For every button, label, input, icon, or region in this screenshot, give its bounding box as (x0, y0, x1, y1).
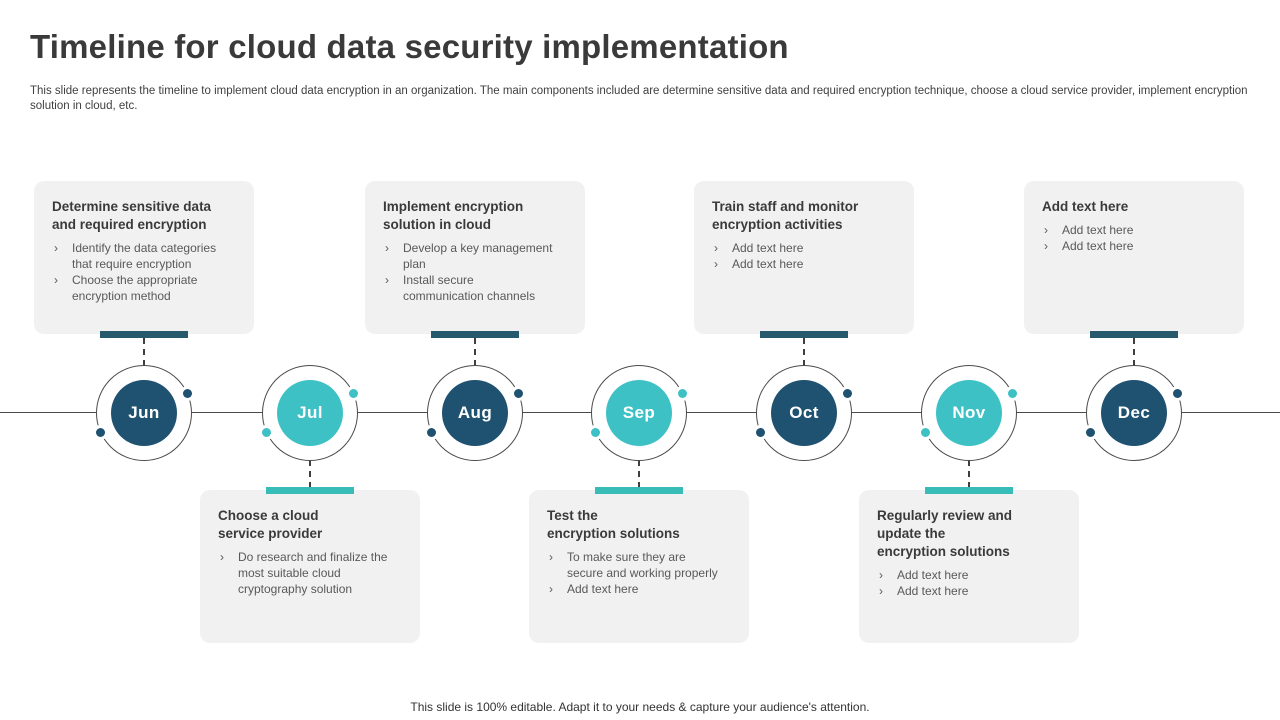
card-bullet-list: ›Add text here ›Add text here (877, 567, 1067, 599)
month-label: Dec (1101, 380, 1167, 446)
chevron-bullet-icon: › (54, 273, 58, 287)
ring-dot-icon (591, 428, 600, 437)
milestone-card-nov[interactable]: Regularly review and update the encrypti… (859, 490, 1079, 643)
month-node-sep[interactable]: Sep (591, 365, 687, 461)
connector-bar (595, 487, 683, 494)
ring-dot-icon (514, 389, 523, 398)
connector-bar (266, 487, 354, 494)
month-node-aug[interactable]: Aug (427, 365, 523, 461)
bullet-item: ›Install secure communication channels (385, 273, 536, 303)
page-title: Timeline for cloud data security impleme… (30, 28, 789, 65)
bullet-item: ›Add text here (879, 568, 969, 582)
chevron-bullet-icon: › (1044, 223, 1048, 237)
bullet-item: ›Add text here (714, 257, 804, 271)
bullet-item: ›Do research and finalize the most suita… (220, 550, 388, 596)
card-title: Add text here (1042, 199, 1129, 214)
dashed-connector (968, 460, 970, 488)
ring-dot-icon (678, 389, 687, 398)
bullet-item: ›Add text here (1044, 223, 1134, 237)
ring-dot-icon (427, 428, 436, 437)
connector-bar (925, 487, 1013, 494)
dashed-connector (638, 460, 640, 488)
bullet-item: ›Identify the data categories that requi… (54, 241, 217, 271)
month-label: Oct (771, 380, 837, 446)
card-bullet-list: ›To make sure they are secure and workin… (547, 549, 737, 597)
month-node-dec[interactable]: Dec (1086, 365, 1182, 461)
card-bullet-list: ›Add text here ›Add text here (1042, 222, 1232, 254)
dashed-connector (143, 338, 145, 366)
month-label: Sep (606, 380, 672, 446)
dashed-connector (474, 338, 476, 366)
card-title: Determine sensitive data and required en… (52, 199, 212, 232)
card-title: Implement encryption solution in cloud (383, 199, 524, 232)
milestone-card-sep[interactable]: Test the encryption solutions ›To make s… (529, 490, 749, 643)
card-bullet-list: ›Develop a key management plan ›Install … (383, 240, 573, 304)
bullet-item: ›Choose the appropriate encryption metho… (54, 273, 198, 303)
card-title: Test the encryption solutions (547, 508, 680, 541)
chevron-bullet-icon: › (714, 241, 718, 255)
chevron-bullet-icon: › (54, 241, 58, 255)
milestone-card-oct[interactable]: Train staff and monitor encryption activ… (694, 181, 914, 334)
card-title: Choose a cloud service provider (218, 508, 323, 541)
dashed-connector (803, 338, 805, 366)
ring-dot-icon (262, 428, 271, 437)
chevron-bullet-icon: › (879, 568, 883, 582)
ring-dot-icon (843, 389, 852, 398)
card-bullet-list: ›Do research and finalize the most suita… (218, 549, 408, 597)
month-label: Nov (936, 380, 1002, 446)
chevron-bullet-icon: › (549, 582, 553, 596)
card-title: Regularly review and update the encrypti… (877, 508, 1013, 559)
bullet-item: ›To make sure they are secure and workin… (549, 550, 718, 580)
month-label: Jun (111, 380, 177, 446)
bullet-item: ›Add text here (549, 582, 639, 596)
month-label: Aug (442, 380, 508, 446)
card-bullet-list: ›Add text here ›Add text here (712, 240, 902, 272)
dashed-connector (309, 460, 311, 488)
bullet-item: ›Develop a key management plan (385, 241, 553, 271)
connector-bar (1090, 331, 1178, 338)
connector-bar (760, 331, 848, 338)
milestone-card-dec[interactable]: Add text here ›Add text here ›Add text h… (1024, 181, 1244, 334)
bullet-item: ›Add text here (714, 241, 804, 255)
chevron-bullet-icon: › (1044, 239, 1048, 253)
ring-dot-icon (1086, 428, 1095, 437)
month-label: Jul (277, 380, 343, 446)
month-node-nov[interactable]: Nov (921, 365, 1017, 461)
chevron-bullet-icon: › (549, 550, 553, 564)
ring-dot-icon (96, 428, 105, 437)
card-bullet-list: ›Identify the data categories that requi… (52, 240, 242, 304)
ring-dot-icon (921, 428, 930, 437)
month-node-jul[interactable]: Jul (262, 365, 358, 461)
chevron-bullet-icon: › (714, 257, 718, 271)
milestone-card-jul[interactable]: Choose a cloud service provider ›Do rese… (200, 490, 420, 643)
dashed-connector (1133, 338, 1135, 366)
chevron-bullet-icon: › (385, 273, 389, 287)
slide-footer-note: This slide is 100% editable. Adapt it to… (410, 700, 870, 714)
milestone-card-aug[interactable]: Implement encryption solution in cloud ›… (365, 181, 585, 334)
month-node-jun[interactable]: Jun (96, 365, 192, 461)
ring-dot-icon (1008, 389, 1017, 398)
bullet-item: ›Add text here (1044, 239, 1134, 253)
slide-description: This slide represents the timeline to im… (30, 85, 1248, 112)
card-title: Train staff and monitor encryption activ… (712, 199, 859, 232)
ring-dot-icon (183, 389, 192, 398)
connector-bar (100, 331, 188, 338)
chevron-bullet-icon: › (220, 550, 224, 564)
chevron-bullet-icon: › (385, 241, 389, 255)
month-node-oct[interactable]: Oct (756, 365, 852, 461)
ring-dot-icon (349, 389, 358, 398)
ring-dot-icon (1173, 389, 1182, 398)
connector-bar (431, 331, 519, 338)
ring-dot-icon (756, 428, 765, 437)
chevron-bullet-icon: › (879, 584, 883, 598)
milestone-card-jun[interactable]: Determine sensitive data and required en… (34, 181, 254, 334)
bullet-item: ›Add text here (879, 584, 969, 598)
